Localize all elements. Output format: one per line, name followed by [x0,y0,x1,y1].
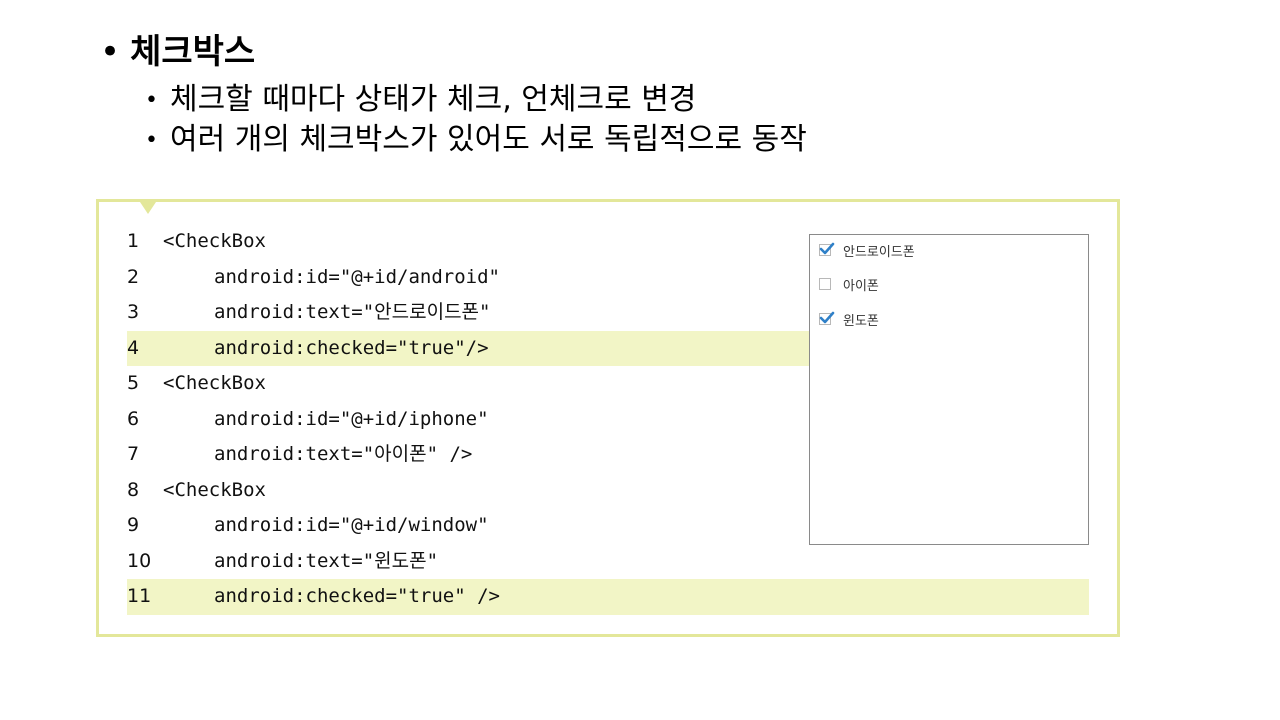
line-code: android:text="아이폰" /> [214,443,473,465]
bullet-text: 체크할 때마다 상태가 체크, 언체크로 변경 [169,82,697,117]
line-code: android:id="@+id/iphone" [214,407,489,430]
code-line: 5 <CheckBox [127,366,1089,402]
line-code: <CheckBox [163,372,266,394]
line-number: 9 [127,514,140,536]
code-line-highlighted: 4 android:checked="true"/> [127,330,1089,367]
line-number: 6 [127,407,140,430]
checkbox-iphone[interactable]: 아이폰 [819,275,879,294]
line-code: <CheckBox [163,230,266,252]
checkbox-android[interactable]: 안드로이드폰 [819,241,915,260]
bullet-text: 여러 개의 체크박스가 있어도 서로 독립적으로 동작 [169,122,807,157]
line-number: 1 [127,230,140,252]
code-line: 6 android:id="@+id/iphone" [127,402,1089,438]
code-line: 8 <CheckBox [127,473,1089,509]
bullet-marker: • [145,128,158,153]
checkbox-box[interactable] [819,278,831,290]
checkbox-preview-panel: 안드로이드폰 아이폰 윈도폰 [809,234,1089,545]
checkbox-box[interactable] [819,311,835,325]
line-code: android:text="안드로이드폰" [214,301,491,323]
line-code: android:id="@+id/android" [214,265,500,288]
line-code: android:checked="true"/> [214,336,489,359]
line-number: 7 [127,443,140,465]
checkbox-label: 아이폰 [843,278,879,294]
line-number: 5 [127,372,140,394]
line-number: 3 [127,301,140,323]
code-listing: 1 <CheckBox 2 android:id="@+id/android" … [127,224,1089,615]
bullet-item: • 체크할 때마다 상태가 체크, 언체크로 변경 [145,80,807,120]
checkmark-icon [819,242,835,255]
line-code: android:text="윈도폰" [214,549,439,572]
frame-notch [140,202,156,214]
line-number: 10 [127,549,152,572]
code-line: 7 android:text="아이폰" /> [127,437,1089,473]
code-line: 1 <CheckBox [127,224,1089,260]
title-bullet: • [100,32,121,72]
checkbox-label: 안드로이드폰 [843,244,915,260]
slide-title: •체크박스 [100,30,255,74]
code-line: 2 android:id="@+id/android" [127,260,1089,296]
bullet-item: • 여러 개의 체크박스가 있어도 서로 독립적으로 동작 [145,120,807,160]
code-line: 9 android:id="@+id/window" [127,508,1089,544]
checkbox-label: 윈도폰 [843,313,879,329]
line-code: android:id="@+id/window" [214,514,489,536]
checkmark-icon [819,311,835,324]
line-code: <CheckBox [163,478,266,501]
line-number: 4 [127,336,140,359]
bullet-list: • 체크할 때마다 상태가 체크, 언체크로 변경 • 여러 개의 체크박스가 있어… [145,80,807,160]
line-number: 11 [127,585,152,607]
line-number: 2 [127,265,140,288]
checkbox-window[interactable]: 윈도폰 [819,310,879,329]
line-number: 8 [127,478,140,501]
code-line-highlighted: 11 android:checked="true" /> [127,579,1089,615]
code-line: 10 android:text="윈도폰" [127,544,1089,580]
bullet-marker: • [145,88,158,113]
checkbox-box[interactable] [819,242,835,256]
line-code: android:checked="true" /> [214,585,500,607]
code-line: 3 android:text="안드로이드폰" [127,295,1089,331]
title-text: 체크박스 [130,32,256,72]
